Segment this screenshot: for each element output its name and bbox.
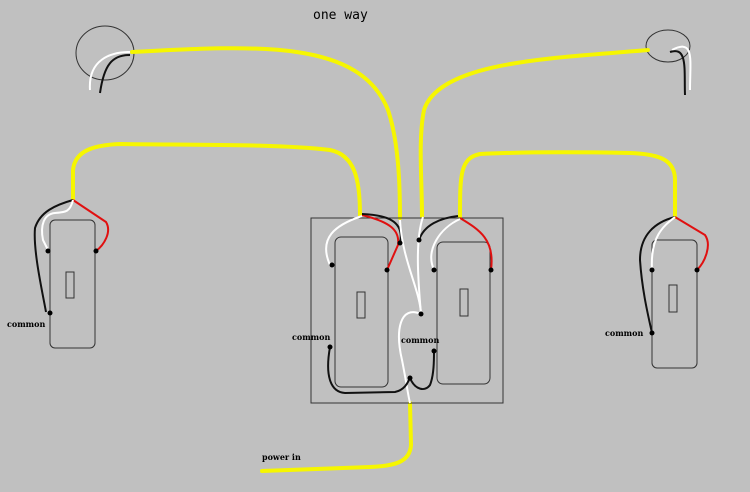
label-common-middle-left: common	[292, 332, 330, 342]
wire-power-in	[260, 401, 414, 473]
label-common-left: common	[7, 319, 45, 329]
wire-right-switch	[458, 150, 677, 220]
label-power-in: power in	[262, 452, 301, 462]
double-switch-box	[310, 213, 504, 404]
wire-left-switch	[71, 141, 362, 217]
switch-left	[33, 199, 110, 349]
switch-right	[638, 216, 709, 369]
label-common-middle-right: common	[401, 335, 439, 345]
diagram-title: one way	[313, 8, 368, 23]
label-common-right: common	[605, 328, 643, 338]
lamp-right	[645, 29, 692, 96]
lamp-left	[75, 25, 135, 94]
wire-left-lamp	[130, 46, 402, 220]
wire-right-lamp	[418, 48, 650, 218]
